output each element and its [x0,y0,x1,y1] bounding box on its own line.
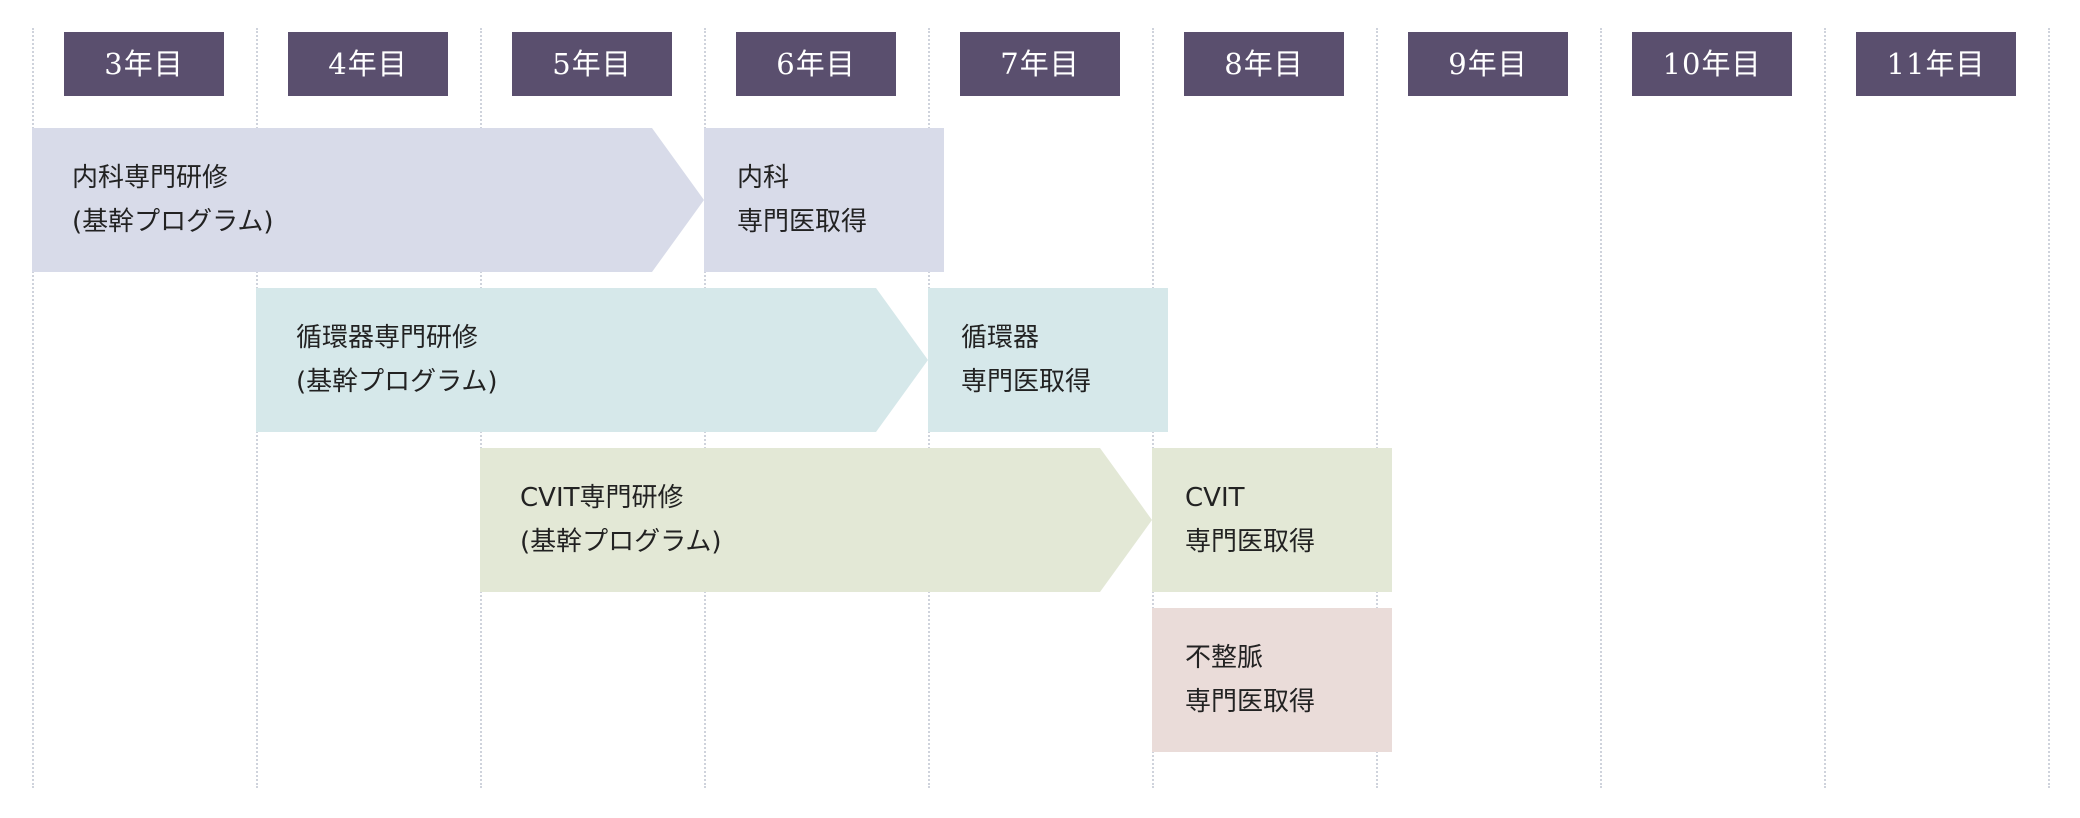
year-header-6: 6年目 [736,32,896,96]
training-title: 循環器専門研修 [296,323,479,353]
internal-medicine-certification-box: 内科 専門医取得 [704,128,944,272]
training-subtitle: (基幹プログラム) [72,207,274,237]
arrhythmia-certification-box: 不整脈 専門医取得 [1152,608,1392,752]
training-title: 内科専門研修 [72,163,229,193]
year-header-3: 3年目 [64,32,224,96]
cardiology-certification-box: 循環器 専門医取得 [928,288,1168,432]
certification-label: 循環器 専門医取得 [961,288,1091,432]
training-title: CVIT専門研修 [520,483,684,513]
training-label: CVIT専門研修 (基幹プログラム) [520,448,722,592]
box-shape [1152,448,1392,592]
cvit-training-arrow: CVIT専門研修 (基幹プログラム) [480,448,1152,592]
certification-status: 専門医取得 [1185,527,1316,557]
training-label: 内科専門研修 (基幹プログラム) [72,128,274,272]
arrow-shape [32,128,704,272]
training-subtitle: (基幹プログラム) [520,527,722,557]
year-separator [2048,28,2050,788]
year-separator [1600,28,1602,788]
year-header-11: 11年目 [1856,32,2016,96]
year-header-4: 4年目 [288,32,448,96]
training-subtitle: (基幹プログラム) [296,367,498,397]
box-shape [704,128,944,272]
cardiology-training-arrow: 循環器専門研修 (基幹プログラム) [256,288,928,432]
arrow-shape [480,448,1152,592]
year-separator [1376,28,1378,788]
box-shape [1152,608,1392,752]
arrow-shape [256,288,928,432]
certification-field: CVIT [1185,483,1245,513]
internal-medicine-training-arrow: 内科専門研修 (基幹プログラム) [32,128,704,272]
year-header-8: 8年目 [1184,32,1344,96]
cvit-certification-box: CVIT 専門医取得 [1152,448,1392,592]
certification-label: CVIT 専門医取得 [1185,448,1315,592]
certification-field: 循環器 [961,323,1040,353]
training-label: 循環器専門研修 (基幹プログラム) [296,288,498,432]
certification-field: 内科 [737,163,790,193]
year-separator [32,28,34,788]
box-shape [928,288,1168,432]
year-separator [1824,28,1826,788]
year-header-5: 5年目 [512,32,672,96]
certification-status: 専門医取得 [961,367,1092,397]
year-header-9: 9年目 [1408,32,1568,96]
year-header-10: 10年目 [1632,32,1792,96]
certification-label: 不整脈 専門医取得 [1185,608,1315,752]
certification-status: 専門医取得 [1185,687,1316,717]
year-header-7: 7年目 [960,32,1120,96]
certification-status: 専門医取得 [737,207,868,237]
certification-label: 内科 専門医取得 [737,128,867,272]
certification-field: 不整脈 [1185,643,1264,673]
